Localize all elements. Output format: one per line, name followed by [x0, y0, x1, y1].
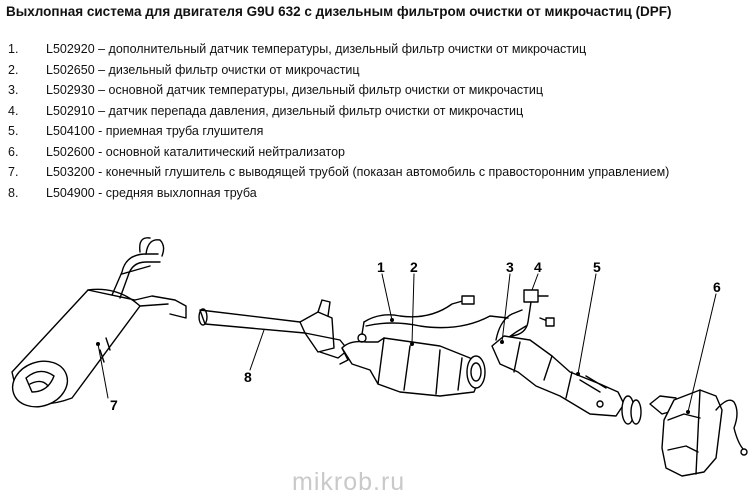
callout-2: 2 — [410, 259, 418, 275]
downpipe — [491, 335, 642, 425]
sensor-wiring — [363, 289, 555, 345]
watermark: mikrob.ru — [292, 468, 406, 496]
part-description: L502920 – дополнительный датчик температ… — [46, 42, 587, 56]
callout-8: 8 — [244, 369, 252, 385]
diagram-title: Выхлопная система для двигателя G9U 632 … — [6, 4, 672, 19]
callout-1: 1 — [377, 259, 385, 275]
callout-7: 7 — [110, 397, 118, 413]
part-number: 5. — [8, 124, 19, 138]
part-description: L502600 - основной каталитический нейтра… — [46, 144, 345, 159]
part-number: 7. — [8, 165, 19, 179]
part-number: 4. — [8, 103, 19, 118]
part-number: 6. — [8, 144, 19, 159]
intermediate-pipe — [198, 299, 349, 359]
callout-3: 3 — [506, 259, 514, 275]
particulate-filter — [339, 321, 486, 397]
leader-lines — [97, 273, 717, 413]
callout-6: 6 — [713, 279, 721, 295]
catalytic-converter — [649, 389, 748, 477]
part-description: L502650 – дизельный фильтр очистки от ми… — [46, 62, 360, 77]
part-number: 8. — [8, 185, 19, 200]
part-description: L502930 – основной датчик температуры, д… — [46, 83, 544, 97]
part-description: L504100 - приемная труба глушителя — [46, 124, 264, 138]
part-description: L504900 - средняя выхлопная труба — [46, 185, 257, 200]
callout-4: 4 — [534, 259, 542, 275]
part-number: 3. — [8, 83, 19, 97]
connection-dots — [96, 318, 690, 414]
part-description: L503200 - конечный глушитель с выводящей… — [46, 165, 670, 179]
part-number: 2. — [8, 62, 19, 77]
callout-5: 5 — [593, 259, 601, 275]
rear-silencer — [11, 237, 187, 408]
part-number: 1. — [8, 42, 19, 56]
part-description: L502910 – датчик перепада давления, дизе… — [46, 103, 524, 118]
